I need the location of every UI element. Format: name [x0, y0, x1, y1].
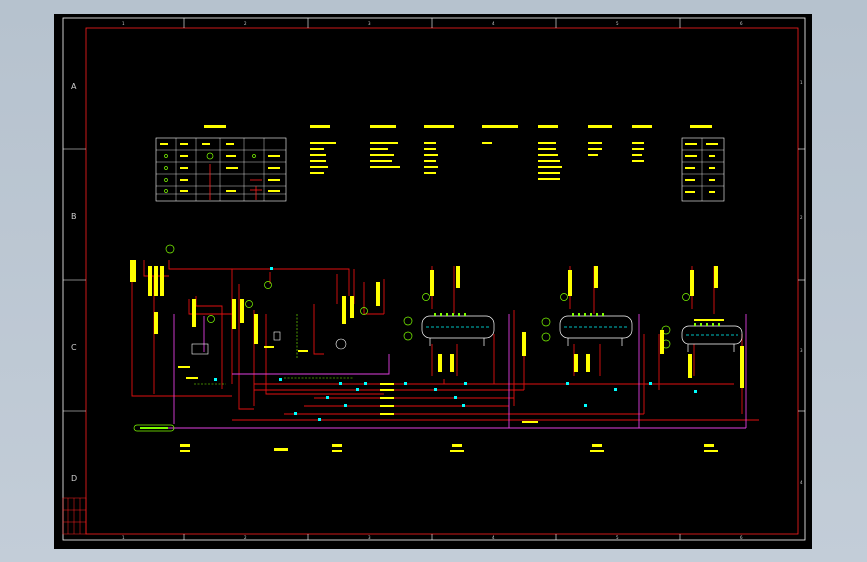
tank-2 [559, 315, 633, 346]
right-label-4: 4 [800, 480, 803, 485]
inlet-tag [133, 424, 175, 432]
col-label-bottom-6: 6 [740, 535, 743, 540]
col-label-top-3: 3 [368, 21, 371, 26]
right-label-1: 1 [800, 80, 803, 85]
legend-table [155, 125, 287, 202]
piping-diagram: A B C D 1 2 3 4 5 6 1 2 3 4 5 6 1 2 3 4 [62, 17, 806, 541]
magenta-pipes [152, 314, 747, 429]
col-dividers [183, 18, 681, 540]
col-label-top-1: 1 [122, 21, 125, 26]
outer-frame [62, 17, 806, 541]
row-label-a: A [71, 82, 77, 91]
tank-3 [681, 325, 743, 352]
col-label-top-5: 5 [616, 21, 619, 26]
right-label-2: 2 [800, 215, 803, 220]
pump-symbol [191, 331, 347, 355]
drawing-sheet: A B C D 1 2 3 4 5 6 1 2 3 4 5 6 1 2 3 4 [54, 14, 812, 549]
col-label-bottom-4: 4 [492, 535, 495, 540]
row-label-b: B [71, 212, 77, 221]
tank-1 [421, 315, 495, 346]
revision-block [62, 497, 87, 535]
row-label-c: C [71, 343, 77, 352]
flow-markers [214, 267, 697, 421]
col-label-bottom-3: 3 [368, 535, 371, 540]
row-dividers [63, 148, 805, 412]
col-label-bottom-1: 1 [122, 535, 125, 540]
instrument-bubbles [165, 244, 690, 349]
row-label-d: D [71, 474, 77, 483]
note-columns [310, 125, 712, 180]
spec-table [681, 137, 725, 202]
col-label-bottom-2: 2 [244, 535, 247, 540]
col-label-top-6: 6 [740, 21, 743, 26]
right-label-3: 3 [800, 348, 803, 353]
col-label-top-2: 2 [244, 21, 247, 26]
instrument-tags [130, 260, 744, 452]
col-label-top-4: 4 [492, 21, 495, 26]
inner-frame [85, 27, 799, 535]
green-runs [194, 314, 354, 385]
tank-nozzles [434, 313, 720, 326]
col-label-bottom-5: 5 [616, 535, 619, 540]
